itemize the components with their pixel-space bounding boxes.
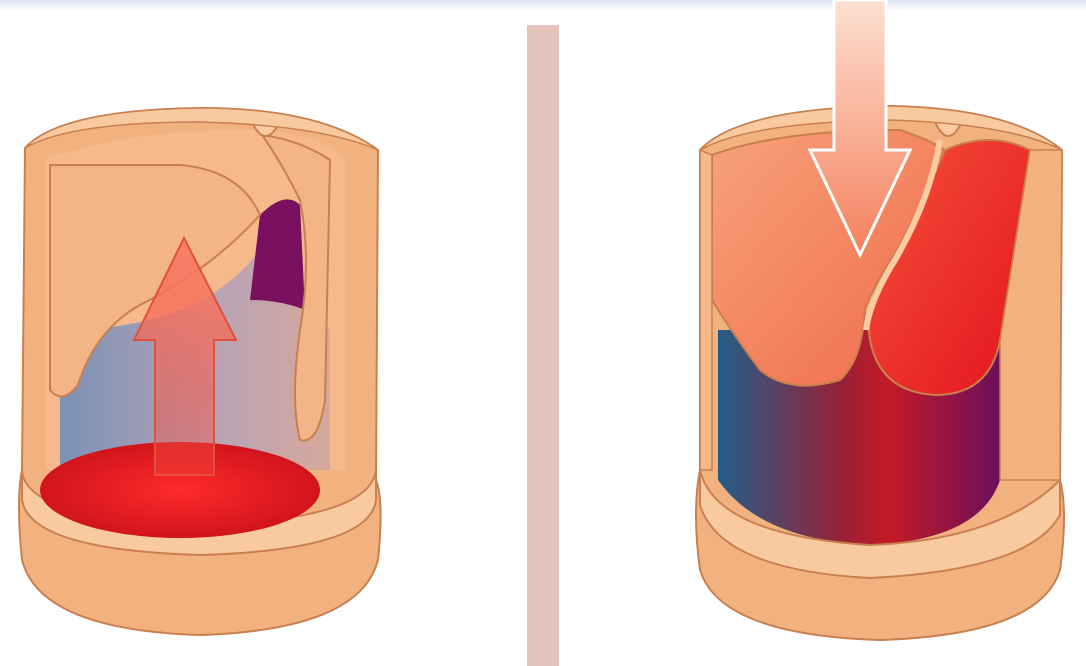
top-banner (0, 0, 1086, 12)
right-wall-edge-left (700, 150, 712, 470)
panel-divider (527, 25, 559, 666)
left-vein-open-valve (19, 108, 381, 635)
right-vein-closed-valve (696, 0, 1064, 640)
